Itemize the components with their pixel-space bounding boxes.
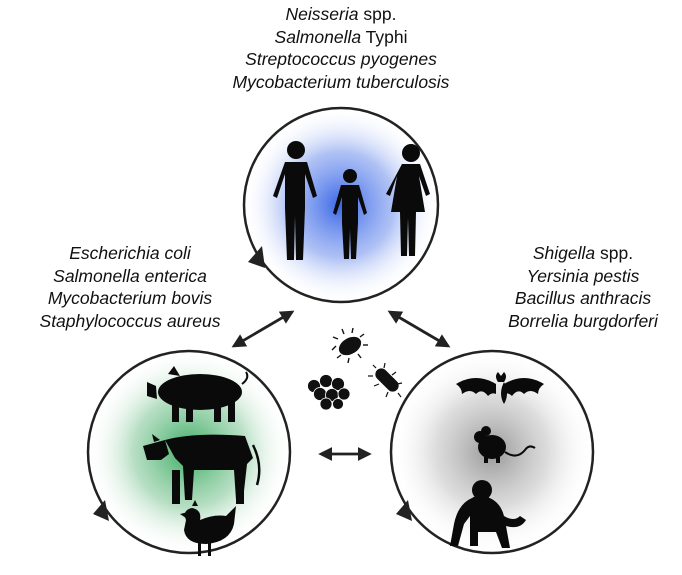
pathogen-label: Neisseria spp. xyxy=(285,4,397,24)
humans-livestock-arrow xyxy=(231,310,295,348)
coccus-cluster-icon xyxy=(307,374,351,411)
humans-ring xyxy=(242,106,440,304)
pathogen-label: Shigella spp. xyxy=(532,243,634,263)
pathogen-label: Staphylococcus aureus xyxy=(39,310,221,331)
pathogen-label: Salmonella Typhi xyxy=(274,26,408,47)
chimpanzee-icon xyxy=(450,480,526,548)
bacterium-icon xyxy=(331,327,368,364)
humans-cycle-arrowhead xyxy=(248,246,265,268)
chicken-icon xyxy=(180,500,236,556)
pathogen-label: Streptococcus pyogenes xyxy=(245,49,437,69)
central-microbes xyxy=(307,327,403,411)
pathogen-label: Escherichia coli xyxy=(69,243,191,263)
pathogen-label: Yersinia pestis xyxy=(526,265,640,286)
rod-bacterium-icon xyxy=(368,362,403,398)
wildlife-reservoir xyxy=(389,349,595,555)
livestock-cycle-arrowhead xyxy=(93,500,109,521)
pig-icon xyxy=(147,366,249,422)
wildlife-ring xyxy=(389,349,595,555)
wildlife-cycle-arrowhead xyxy=(396,500,412,521)
woman-silhouette-icon xyxy=(386,144,430,256)
child-silhouette-icon xyxy=(333,169,367,259)
man-silhouette-icon xyxy=(273,141,317,260)
cow-icon xyxy=(143,434,261,504)
wildlife-pathogen-list: Shigella spp. Yersinia pestis Bacillus a… xyxy=(486,242,680,332)
pathogen-label: Mycobacterium bovis xyxy=(47,288,213,308)
pathogen-label: Salmonella enterica xyxy=(53,265,207,286)
livestock-reservoir xyxy=(86,349,292,556)
bat-icon xyxy=(456,372,544,404)
humans-reservoir xyxy=(242,106,440,304)
livestock-ring xyxy=(86,349,292,555)
humans-pathogen-list: Neisseria spp. Salmonella Typhi Streptoc… xyxy=(191,3,491,93)
pathogen-label: Mycobacterium tuberculosis xyxy=(232,71,450,92)
livestock-pathogen-list: Escherichia coli Salmonella enterica Myc… xyxy=(0,242,260,332)
mouse-icon xyxy=(474,426,536,463)
pathogen-label: Borrelia burgdorferi xyxy=(508,310,658,331)
pathogen-label: Bacillus anthracis xyxy=(514,288,652,308)
humans-wildlife-arrow xyxy=(387,310,451,348)
